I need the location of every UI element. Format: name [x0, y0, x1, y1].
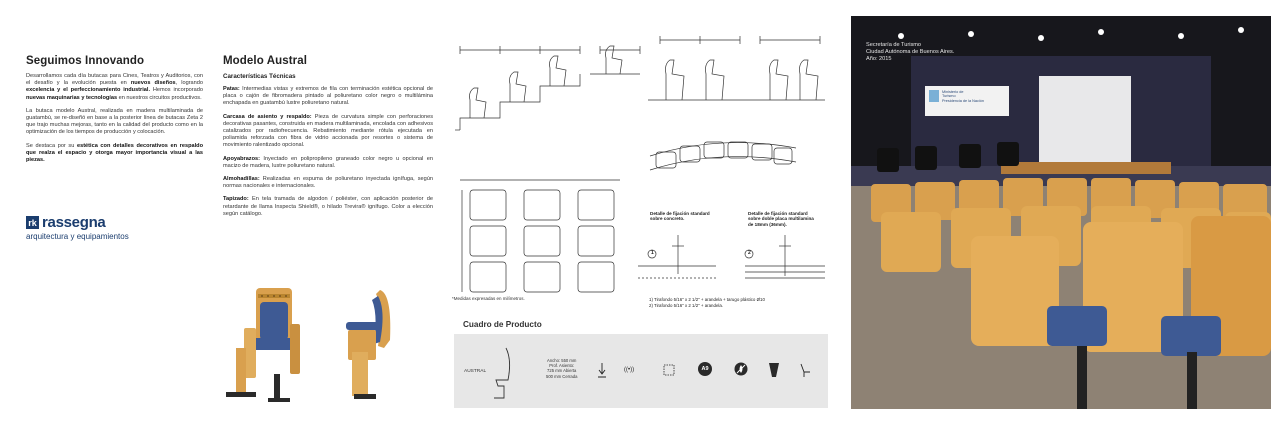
- grid-plan-drawing: [460, 179, 620, 293]
- specs-subtitle: Características Técnicas: [223, 73, 296, 80]
- measurements-footnote: *Medidas expresadas en milímetros.: [452, 296, 525, 301]
- legend-item-2: 2) Tirafondo 5/16" x 2 1/2" + arandela.: [649, 302, 724, 308]
- seat-rows: [871, 178, 1271, 409]
- detail-plywood-label: Detalle de fijación standard sobre doble…: [748, 211, 814, 227]
- fixing-detail-drawings: [638, 235, 825, 279]
- fire-retardant-icon: [734, 362, 748, 376]
- model-title: Modelo Austral: [223, 55, 308, 67]
- seat-side-image: [346, 290, 391, 399]
- product-dimensions: Ancho: 550 mm Prof. Asiento: 725 mm Abie…: [546, 358, 578, 379]
- detail-concrete-label: Detalle de fijación standard sobre concr…: [650, 211, 710, 222]
- detail-marker-1: 1: [651, 250, 654, 256]
- auditorium-photo: [851, 16, 1271, 409]
- brand-name: rassegna: [42, 214, 106, 231]
- product-table-title: Cuadro de Producto: [463, 320, 542, 329]
- product-model-label: AUSTRAL: [464, 369, 487, 374]
- spec-patas: Patas: Intermedias vistas y extremos de …: [223, 86, 433, 107]
- brand-tagline: arquitectura y equipamientos: [26, 232, 129, 241]
- spec-apoyabrazos: Apoyabrazos: Inyectado en polipropileno …: [223, 155, 433, 169]
- specs-panel: Modelo Austral Características Técnicas …: [213, 0, 433, 426]
- detail-marker-2: 2: [748, 250, 751, 256]
- fabric-swatch-icon: [663, 364, 675, 376]
- technical-drawings: [455, 36, 825, 293]
- pen-icon: [598, 363, 606, 378]
- brand-mark: rk: [26, 216, 39, 229]
- auditorium-scene: [851, 16, 1271, 409]
- intro-title: Seguimos Innovando: [26, 55, 145, 67]
- intro-paragraph-3: Se destaca por su estética con detalles …: [26, 142, 203, 164]
- stepped-section-drawing: [455, 45, 641, 131]
- intro-paragraph-2: La butaca modelo Austral, realizada en m…: [26, 107, 203, 136]
- armrest-icon: [769, 363, 779, 377]
- intro-panel: Seguimos Innovando Desarrollamos cada dí…: [0, 0, 213, 426]
- spec-carcasa: Carcasa de asiento y respaldo: Pieza de …: [223, 113, 434, 149]
- photo-caption: Secretaría de Turismo Ciudad Autónoma de…: [866, 42, 955, 62]
- curved-row-drawing: [649, 141, 797, 171]
- flat-section-drawing: [648, 36, 825, 101]
- a9-badge-icon: A9: [698, 362, 712, 376]
- recline-icon: [800, 363, 810, 377]
- spec-almohadillas: Almohadillas: Realizadas en espuma de po…: [223, 176, 433, 190]
- banner-text: Ministerio de Turismo Presidencia de la …: [942, 90, 985, 103]
- legend-item-1: 1) Tirafondo 5/16" x 2 1/2" + arandela +…: [649, 297, 765, 302]
- fixing-legend: 1) Tirafondo 5/16" x 2 1/2" + arandela +…: [649, 297, 765, 308]
- product-table: AUSTRAL Ancho: 550 mm Prof. Asiento: 725…: [454, 334, 828, 408]
- intro-paragraph-1: Desarrollamos cada día butacas para Cine…: [26, 73, 203, 101]
- brand-logo: rk rassegna arquitectura y equipamientos: [26, 214, 129, 241]
- seat-side-icon: [494, 347, 511, 399]
- seat-front-image: [226, 288, 300, 402]
- spec-tapizado: Tapizado: En tela tramada de algodon / p…: [223, 196, 433, 217]
- signal-icon: ((•)): [624, 367, 635, 373]
